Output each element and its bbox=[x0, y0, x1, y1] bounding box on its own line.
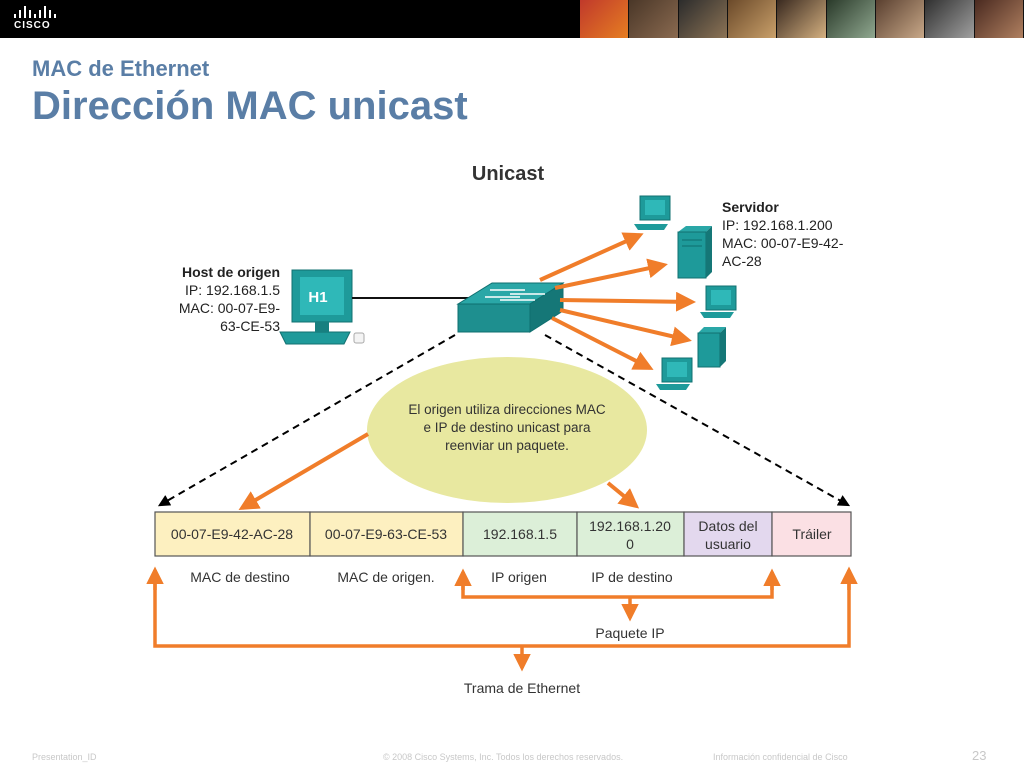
frame-cell-src-ip bbox=[462, 511, 578, 557]
frame-cell-trailer bbox=[771, 511, 852, 557]
footer-presentation-id: Presentation_ID bbox=[32, 752, 97, 762]
page-number: 23 bbox=[972, 748, 987, 763]
label-dest-mac: MAC de destino bbox=[190, 569, 290, 585]
computer-icon bbox=[700, 285, 737, 318]
footer-confidential: Información confidencial de Cisco bbox=[713, 752, 848, 762]
computer-icon bbox=[634, 195, 671, 230]
source-host-mac-2: 63-CE-53 bbox=[220, 318, 280, 334]
ethernet-frame bbox=[154, 511, 852, 557]
frame-text-data-2: usuario bbox=[705, 536, 751, 552]
photo-strip bbox=[580, 0, 1024, 38]
computer-icon bbox=[656, 357, 693, 390]
diagram-heading: Unicast bbox=[472, 163, 545, 185]
footer-copyright: © 2008 Cisco Systems, Inc. Todos los der… bbox=[383, 752, 624, 762]
top-banner: CISCO bbox=[0, 0, 1024, 38]
server-icon bbox=[677, 226, 712, 279]
ip-packet-bracket bbox=[454, 568, 781, 622]
frame-text-dest-ip-2: 0 bbox=[626, 536, 634, 552]
frame-cell-data bbox=[683, 511, 773, 557]
host-h1-computer-icon: H1 bbox=[279, 269, 365, 345]
server-mac-2: AC-28 bbox=[722, 253, 762, 269]
frame-text-trailer: Tráiler bbox=[792, 526, 831, 542]
frame-text-src-ip: 192.168.1.5 bbox=[483, 526, 557, 542]
ethernet-frame-bracket bbox=[146, 566, 858, 672]
bubble-line-2: e IP de destino unicast para bbox=[423, 420, 591, 435]
explanation-bubble bbox=[367, 357, 647, 503]
server-icon bbox=[697, 327, 726, 368]
host-h1-name: H1 bbox=[308, 289, 327, 306]
bubble-arrows bbox=[238, 432, 640, 511]
frame-text-src-mac: 00-07-E9-63-CE-53 bbox=[325, 526, 447, 542]
label-src-mac: MAC de origen. bbox=[337, 569, 434, 585]
bubble-line-3: reenviar un paquete. bbox=[445, 438, 569, 453]
section-subtitle: MAC de Ethernet bbox=[32, 56, 210, 81]
source-host-ip: IP: 192.168.1.5 bbox=[185, 282, 280, 298]
frame-text-dest-ip-1: 192.168.1.20 bbox=[589, 518, 671, 534]
source-host-mac-1: MAC: 00-07-E9- bbox=[179, 300, 280, 316]
server-ip: IP: 192.168.1.200 bbox=[722, 217, 833, 233]
source-host-label: Host de origen IP: 192.168.1.5 MAC: 00-0… bbox=[179, 264, 280, 334]
unicast-arrows bbox=[539, 232, 696, 370]
label-src-ip: IP origen bbox=[491, 569, 547, 585]
cisco-logo: CISCO bbox=[14, 6, 74, 34]
server-label: Servidor IP: 192.168.1.200 MAC: 00-07-E9… bbox=[722, 199, 844, 269]
packet-label: Paquete IP bbox=[595, 625, 664, 641]
switch-icon bbox=[456, 282, 565, 333]
source-host-title: Host de origen bbox=[182, 264, 280, 280]
cisco-bars-icon bbox=[14, 6, 74, 18]
server-mac-1: MAC: 00-07-E9-42- bbox=[722, 235, 844, 251]
frame-cell-dest-mac bbox=[154, 511, 311, 557]
label-dest-ip: IP de destino bbox=[591, 569, 673, 585]
frame-text-dest-mac: 00-07-E9-42-AC-28 bbox=[171, 526, 293, 542]
bubble-line-1: El origen utiliza direcciones MAC bbox=[408, 402, 606, 417]
page-title: Dirección MAC unicast bbox=[32, 84, 468, 128]
server-title: Servidor bbox=[722, 199, 779, 215]
frame-cell-src-mac bbox=[309, 511, 464, 557]
frame-label: Trama de Ethernet bbox=[464, 680, 580, 696]
cisco-logo-text: CISCO bbox=[14, 20, 51, 31]
frame-text-data-1: Datos del bbox=[698, 518, 757, 534]
